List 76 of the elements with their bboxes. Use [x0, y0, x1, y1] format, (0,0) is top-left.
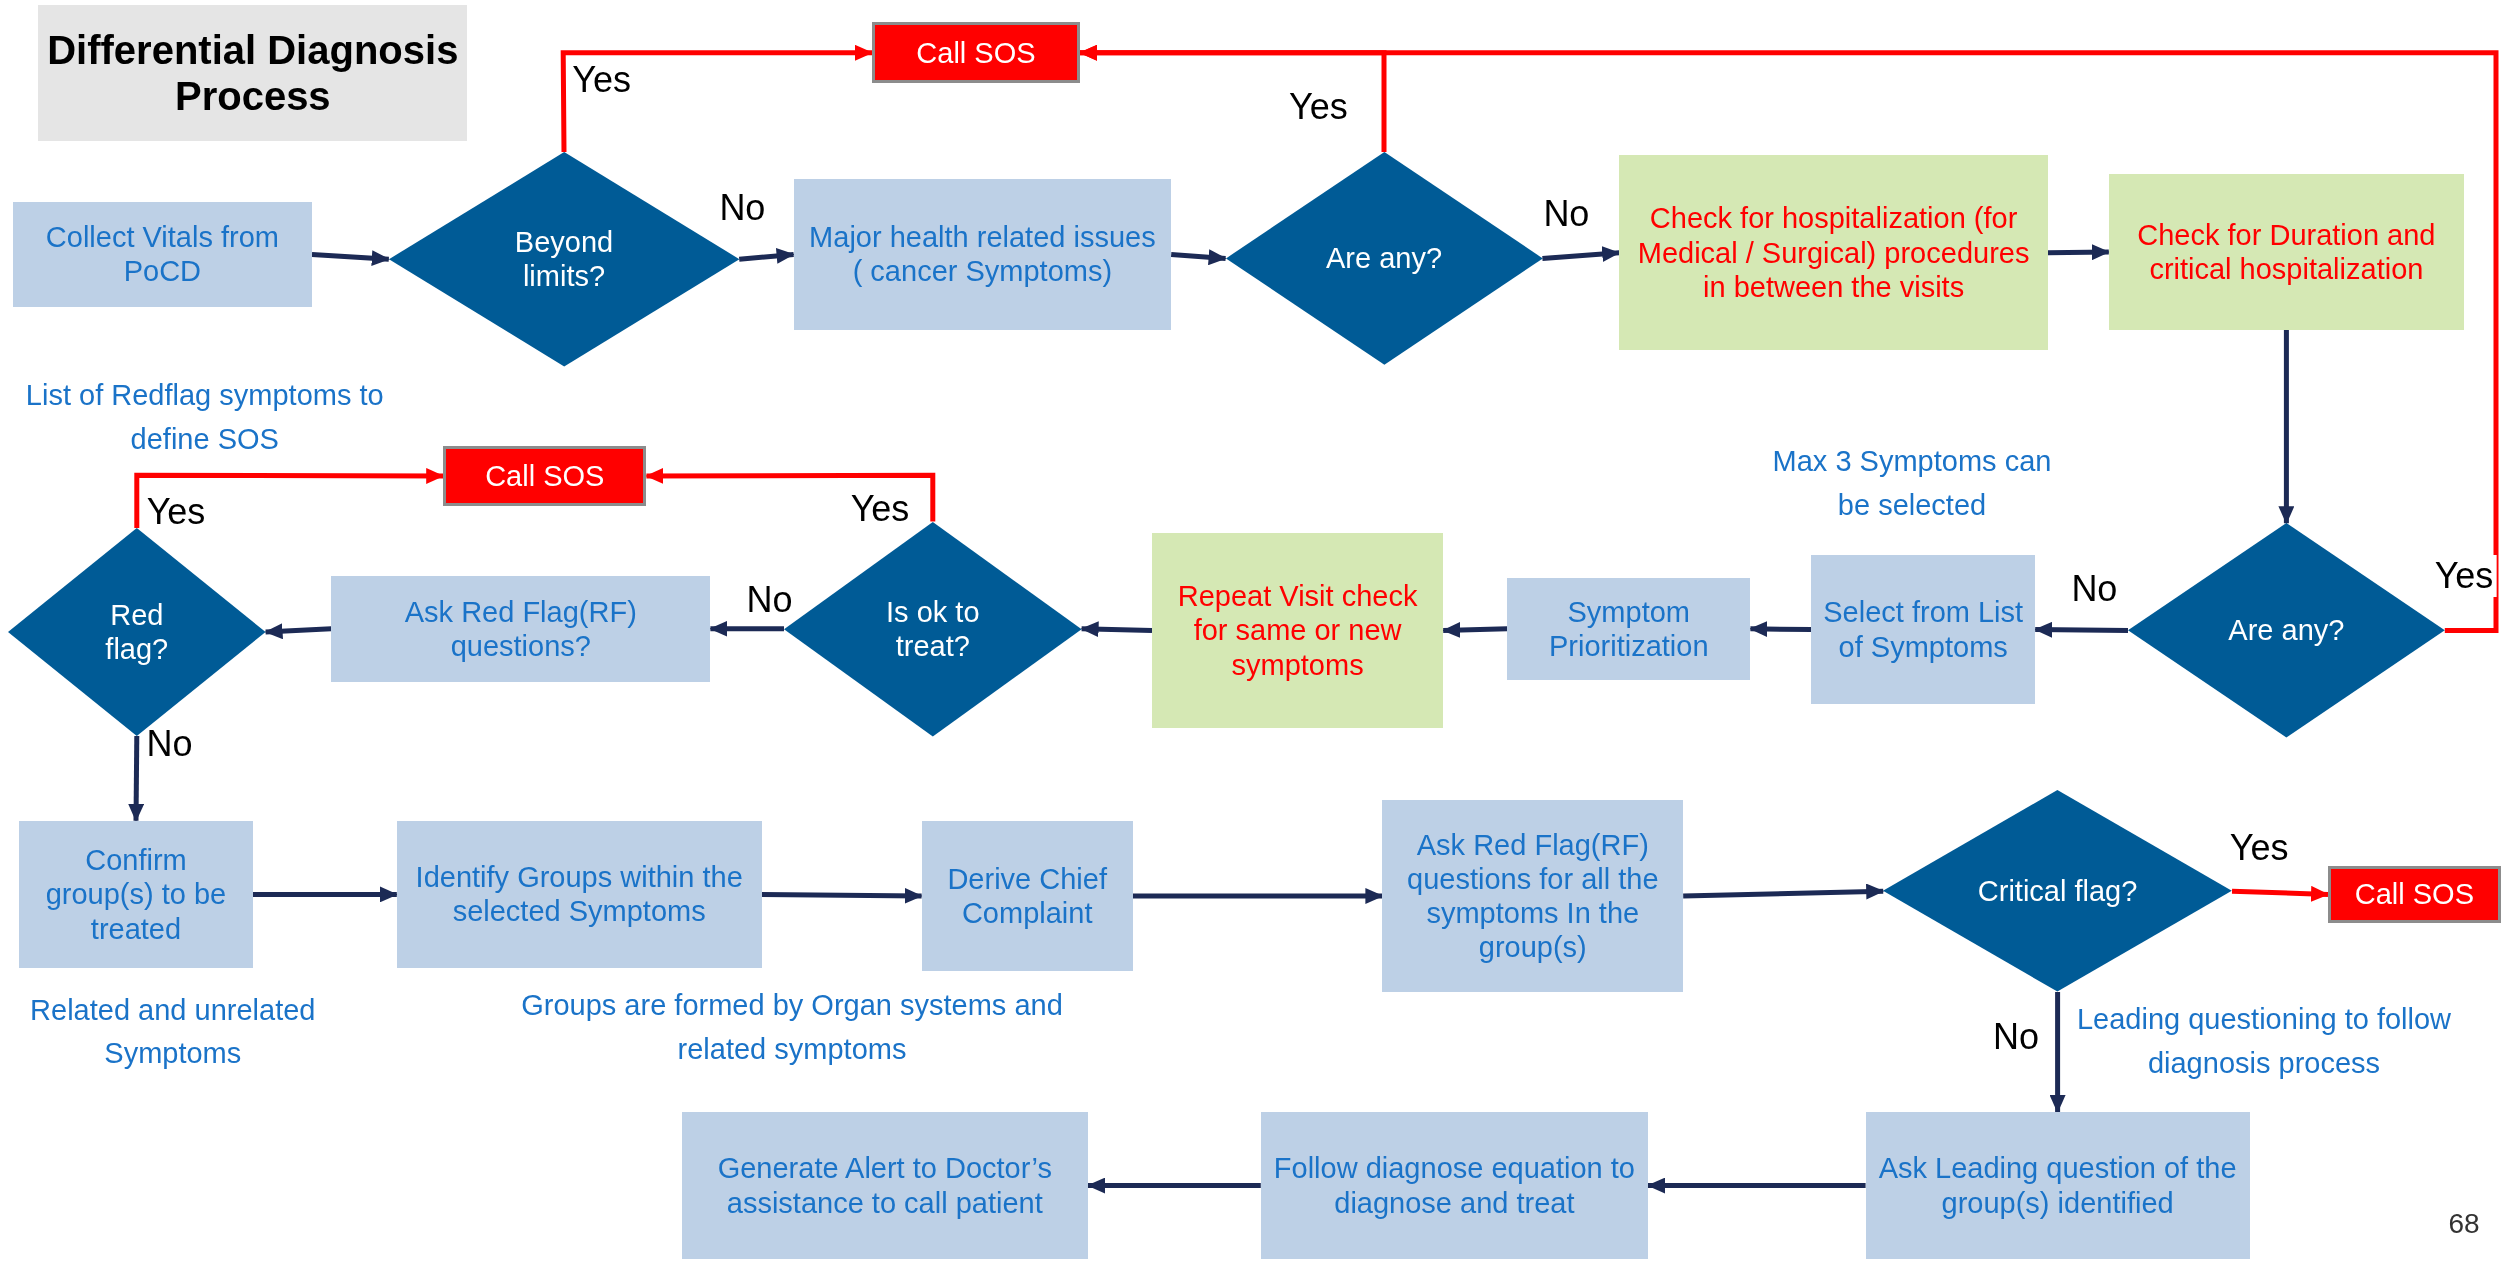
arrow — [761, 887, 923, 904]
node-text: Select from List of Symptoms — [1822, 595, 2025, 664]
arrow — [2049, 992, 2066, 1113]
arrow — [134, 467, 445, 528]
process-box — [1865, 1112, 2250, 1260]
process-box — [1507, 577, 1751, 680]
node-text: Ask Red Flag(RF) questions? — [403, 594, 638, 663]
process-box — [793, 179, 1172, 330]
arrow — [739, 247, 795, 264]
process-box — [1382, 800, 1684, 992]
node-text: Identify Groups within the selected Symptoms — [414, 860, 744, 929]
decision-diamond — [1883, 790, 2232, 992]
node-text: Call SOS — [485, 458, 605, 494]
annotation-text: Related and unrelated Symptoms — [29, 992, 317, 1072]
process-box — [19, 820, 253, 968]
title: Differential Diagnosis Process — [38, 4, 468, 141]
node-text: Ask Red Flag(RF) questions for all the symptoms In the group(s) — [1406, 827, 1660, 965]
arrow — [252, 886, 398, 903]
node-text: Call SOS — [2354, 877, 2475, 912]
arrow — [1080, 621, 1153, 638]
process-box — [1811, 555, 2036, 704]
arrow — [709, 620, 784, 637]
node-text: Generate Alert to Doctor’s assistance to call patient — [716, 1151, 1053, 1220]
alert-box — [872, 22, 1080, 84]
node-text: Is ok to treat? — [885, 594, 981, 663]
alert-box — [443, 446, 647, 506]
check-box — [2108, 174, 2464, 330]
decision-diamond — [1225, 152, 1543, 365]
node-text: Derive Chief Complaint — [946, 861, 1108, 931]
process-box — [1260, 1112, 1648, 1260]
arrow — [264, 623, 332, 640]
process-box — [921, 820, 1133, 972]
check-box — [1152, 532, 1444, 728]
process-box — [12, 201, 312, 308]
annotation-text: List of Redflag symptoms to define SOS — [24, 378, 385, 457]
process-box — [681, 1112, 1088, 1260]
node-text: Call SOS — [916, 35, 1036, 70]
arrow — [2034, 621, 2129, 638]
node-text: Confirm group(s) to be treated — [44, 843, 228, 946]
arrow — [1683, 883, 1885, 900]
node-text: Red flag? — [104, 597, 170, 667]
arrow — [2047, 244, 2110, 261]
node-text: Are any? — [1325, 241, 1443, 276]
arrow — [560, 44, 873, 152]
node-text: Check for hospitalization (for Medical / Surgical) procedures in between the visits — [1636, 201, 2031, 305]
check-box — [1619, 155, 2048, 351]
arrow — [1749, 621, 1812, 637]
arrow — [1087, 1177, 1261, 1194]
alert-box — [2328, 865, 2501, 924]
arrow — [1171, 249, 1227, 266]
process-box — [396, 820, 762, 968]
node-text: Collect Vitals from PoCD — [44, 220, 280, 289]
arrow — [1132, 888, 1384, 904]
node-text: Are any? — [2228, 613, 2345, 648]
node-text: Symptom Prioritization — [1548, 594, 1710, 663]
annotation-text: Groups are formed by Organ systems and related symptoms — [520, 988, 1064, 1067]
node-text: Major health related issues ( cancer Symptoms) — [808, 220, 1157, 289]
node-text: Critical flag? — [1977, 874, 2138, 909]
page-number: 68 — [2447, 1207, 2481, 1242]
arrow — [1542, 246, 1621, 262]
annotation-text: Max 3 Symptoms can be selected — [1771, 444, 2053, 523]
arrow — [311, 250, 390, 267]
annotation-text: Leading questioning to follow diagnosis process — [2075, 1002, 2453, 1081]
node-text: Repeat Visit check for same or new symptoms — [1176, 579, 1419, 682]
arrow — [2231, 885, 2329, 902]
node-text: Check for Duration and critical hospitalization — [2136, 217, 2437, 287]
arrow — [1079, 44, 2499, 633]
arrow — [1442, 622, 1508, 638]
arrow — [645, 467, 936, 522]
arrow — [128, 735, 145, 822]
arrow — [2278, 329, 2295, 525]
process-box — [331, 576, 711, 682]
node-text: Beyond limits? — [513, 224, 615, 294]
arrow — [1647, 1177, 1866, 1194]
node-text: Follow diagnose equation to diagnose and treat — [1272, 1151, 1636, 1220]
node-text: Ask Leading question of the group(s) identified — [1877, 1151, 2238, 1220]
